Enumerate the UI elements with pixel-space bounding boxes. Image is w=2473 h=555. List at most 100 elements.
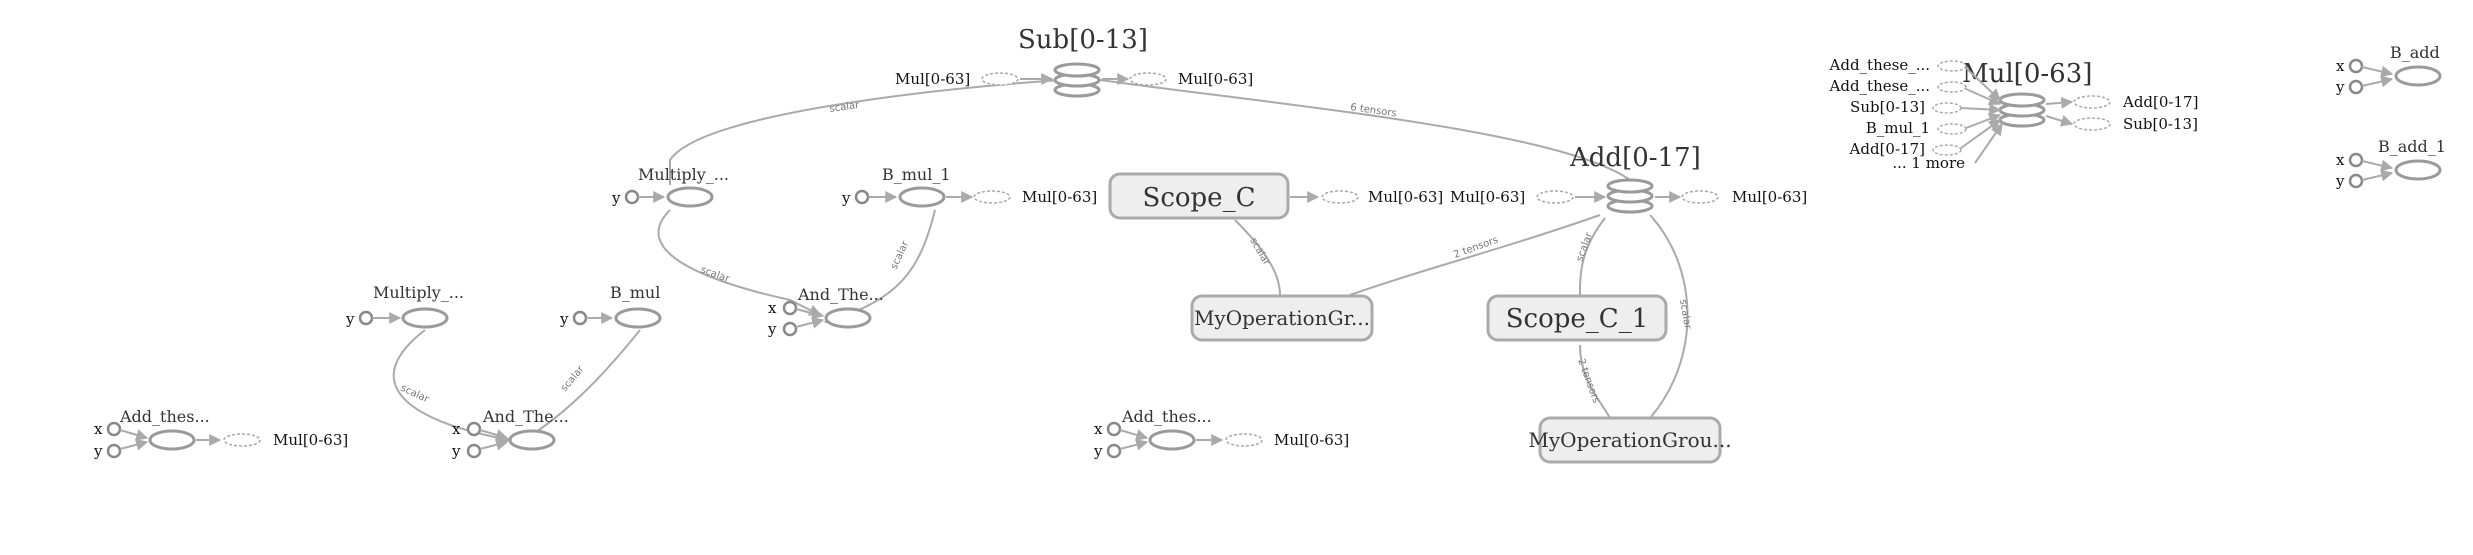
edge-bmul1-andthe[interactable] xyxy=(823,209,936,325)
node-label: Scope_C_1 xyxy=(1506,304,1649,334)
mul-input-label: ... 1 more xyxy=(1892,154,1965,172)
edge-label-scalar: scalar xyxy=(699,264,732,285)
node-label: Scope_C xyxy=(1143,183,1256,213)
edge-scopec1-myop2[interactable] xyxy=(1579,344,1611,419)
op-ellipse xyxy=(1148,429,1196,451)
graph-edges: scalar 6 tensors scalar scalar scalar sc… xyxy=(392,79,1693,446)
edge-add-myop2[interactable] xyxy=(1649,214,1689,419)
input-port[interactable] xyxy=(358,310,374,326)
output-label: Mul[0-63] xyxy=(1274,431,1349,449)
input-port[interactable] xyxy=(2348,173,2364,189)
input-port[interactable] xyxy=(2348,152,2364,168)
mul-output-label: Sub[0-13] xyxy=(2123,115,2198,133)
series-node-add[interactable]: Add[0-17] Mul[0-63] Mul[0-63] xyxy=(1450,143,1807,214)
input-port[interactable] xyxy=(782,321,798,337)
node-label: Multiply_... xyxy=(638,165,729,184)
input-port[interactable] xyxy=(466,443,482,459)
port-label-y: y xyxy=(767,320,777,338)
input-stub xyxy=(1536,190,1574,204)
group-node-scope-c[interactable]: Scope_C Mul[0-63] xyxy=(1108,172,1443,220)
port-label-y: y xyxy=(2335,172,2345,190)
input-port[interactable] xyxy=(1106,443,1122,459)
input-stub xyxy=(1932,102,1962,114)
input-arrow xyxy=(1119,438,1149,451)
output-stub xyxy=(2073,117,2111,131)
output-arrow xyxy=(2045,115,2074,127)
input-port[interactable] xyxy=(106,443,122,459)
op-node-multiply-low[interactable]: Multiply_... y xyxy=(345,283,464,329)
edge-label-two-tensors: 2 tensors xyxy=(1452,235,1500,261)
series-node-sub[interactable]: Sub[0-13] Mul[0-63] Mul[0-63] xyxy=(895,25,1253,98)
mul-input-label: Sub[0-13] xyxy=(1850,98,1925,116)
op-node-and-the-mid[interactable]: And_The... x y xyxy=(767,285,884,338)
op-ellipse xyxy=(824,307,872,329)
edge-label-scalar: scalar xyxy=(1247,236,1272,268)
group-box xyxy=(1486,294,1668,342)
op-ellipse xyxy=(148,429,196,451)
input-arrow xyxy=(1965,88,2002,106)
output-label: Mul[0-63] xyxy=(273,431,348,449)
edge-bmul-andthelow[interactable] xyxy=(513,329,641,446)
group-node-my-operation-2[interactable]: MyOperationGrou... xyxy=(1528,416,1732,464)
input-port[interactable] xyxy=(782,300,798,316)
op-node-b-add-1[interactable]: B_add_1 x y xyxy=(2335,137,2446,190)
node-label: Sub[0-13] xyxy=(1018,25,1148,55)
port-label-y: y xyxy=(559,310,569,328)
mul-input-label: Add[0-17] xyxy=(1849,140,1925,158)
op-ellipse xyxy=(508,429,556,451)
port-label-y: y xyxy=(451,442,461,460)
node-label: Add_thes... xyxy=(1121,407,1212,426)
input-label: Mul[0-63] xyxy=(895,70,970,88)
output-stub xyxy=(2073,95,2111,109)
series-node-mul[interactable]: Mul[0-63] Add_these_... Add_these_... Su… xyxy=(1829,56,2199,172)
node-label: And_The... xyxy=(797,285,884,304)
input-arrow xyxy=(479,438,509,451)
input-port[interactable] xyxy=(2348,58,2364,74)
input-port[interactable] xyxy=(624,189,640,205)
op-node-and-the-low[interactable]: And_The... x y xyxy=(451,407,569,460)
op-node-add-thes-left[interactable]: Add_thes... x y Mul[0-63] xyxy=(93,407,348,460)
edge-sub-multiply[interactable] xyxy=(669,79,1061,185)
input-stub xyxy=(981,72,1019,86)
edge-add-scopec1[interactable] xyxy=(1579,217,1606,296)
series-stack-icon xyxy=(1998,92,2046,108)
node-label: B_add xyxy=(2390,43,2440,62)
output-arrow xyxy=(2045,96,2074,109)
input-port[interactable] xyxy=(106,421,122,437)
input-port[interactable] xyxy=(466,421,482,437)
group-box xyxy=(1108,172,1290,220)
edge-multiply-andthe[interactable] xyxy=(657,209,822,316)
op-node-b-mul-1[interactable]: B_mul_1 y Mul[0-63] xyxy=(841,165,1097,208)
edge-scopec-myop[interactable] xyxy=(1234,219,1281,296)
op-node-b-mul[interactable]: B_mul y xyxy=(559,283,662,329)
input-arrow xyxy=(795,307,825,320)
input-arrow xyxy=(119,438,149,451)
output-label: Mul[0-63] xyxy=(1368,188,1443,206)
port-label-x: x xyxy=(768,299,777,317)
op-node-multiply-top[interactable]: Multiply_... y xyxy=(611,165,729,208)
edge-label-scalar: scalar xyxy=(399,383,432,406)
group-node-my-operation-1[interactable]: MyOperationGr... xyxy=(1190,294,1374,342)
edge-add-myop[interactable] xyxy=(1349,214,1601,296)
input-port[interactable] xyxy=(854,189,870,205)
input-arrow xyxy=(1974,123,2003,164)
input-port[interactable] xyxy=(572,310,588,326)
input-port[interactable] xyxy=(2348,79,2364,95)
input-stub xyxy=(1937,123,1967,135)
edge-sub-add[interactable] xyxy=(1099,79,1631,181)
port-label-x: x xyxy=(1094,420,1103,438)
node-label: MyOperationGr... xyxy=(1194,306,1370,330)
port-label-x: x xyxy=(2336,57,2345,75)
op-node-b-add[interactable]: B_add x y xyxy=(2335,43,2442,96)
output-stub xyxy=(1225,433,1263,447)
port-label-y: y xyxy=(841,189,851,207)
input-port[interactable] xyxy=(1106,421,1122,437)
op-node-add-thes-center[interactable]: Add_thes... x y Mul[0-63] xyxy=(1093,407,1349,460)
group-node-scope-c-1[interactable]: Scope_C_1 xyxy=(1486,294,1668,342)
node-label: B_add_1 xyxy=(2378,137,2446,156)
input-arrow xyxy=(1119,429,1149,441)
mul-input-label: Add_these_... xyxy=(1829,56,1930,74)
input-arrow xyxy=(1965,113,2002,129)
op-ellipse xyxy=(898,186,946,208)
